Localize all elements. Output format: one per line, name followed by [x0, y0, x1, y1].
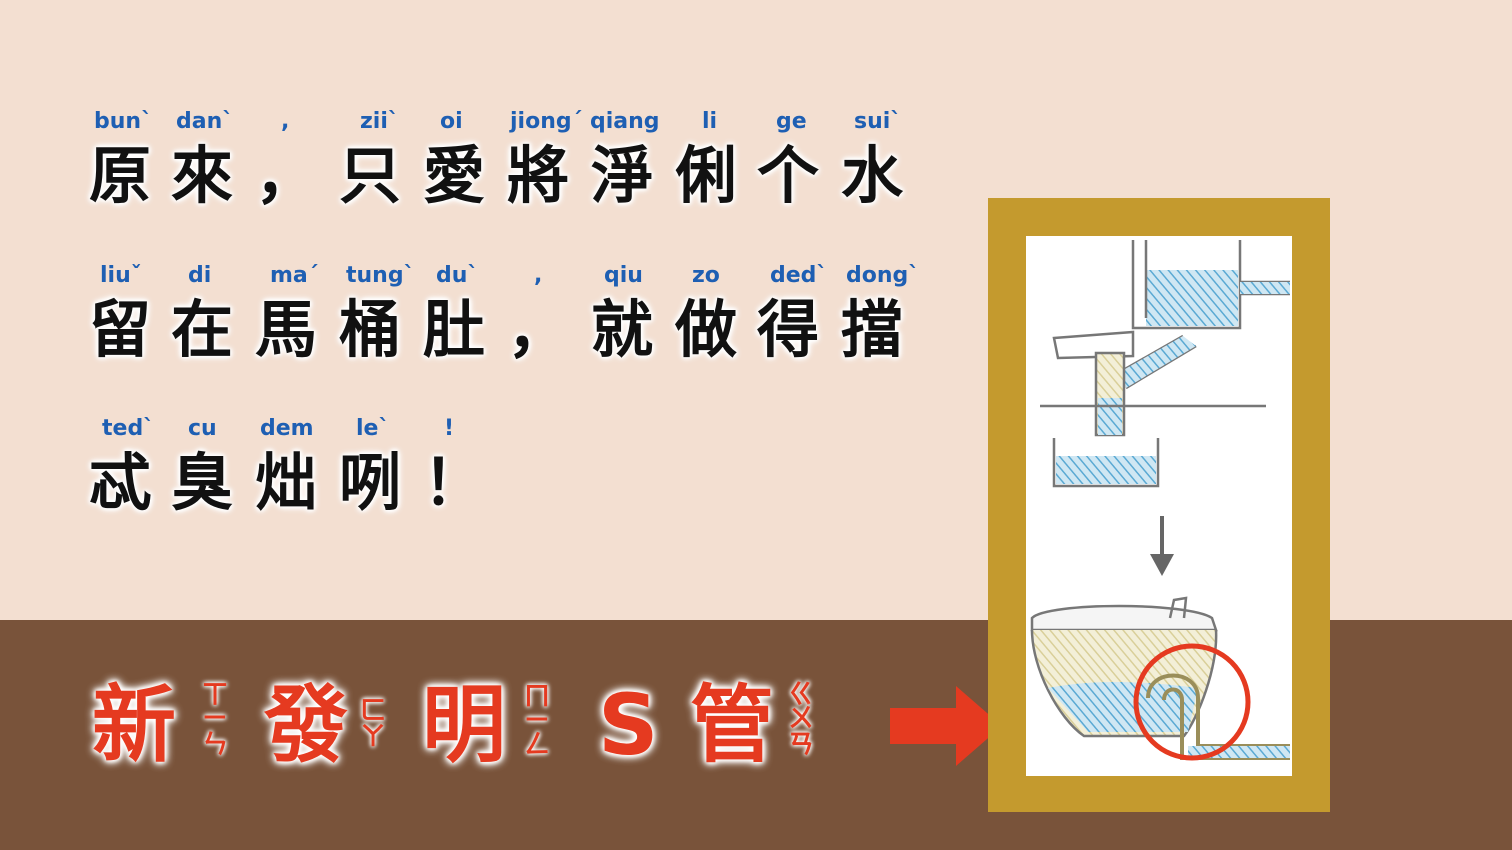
- hanzi-char: 咧: [338, 446, 401, 519]
- pinyin-syllable: li: [702, 109, 718, 134]
- highlight-circle-icon: [1133, 643, 1251, 761]
- bopomofo-xin-3: ㄣ: [201, 730, 228, 760]
- hanzi-char: 得: [756, 293, 819, 366]
- bopomofo-xin-1: ㄒ: [201, 680, 228, 710]
- hanzi-char: ，: [506, 293, 569, 366]
- pinyin-syllable: ,: [281, 109, 290, 134]
- old-toilet-drawing: [1040, 240, 1290, 488]
- pinyin-syllable: tung`: [346, 263, 415, 288]
- down-arrow-icon: [1150, 516, 1174, 576]
- bopomofo-guan-3: ㄢ: [787, 730, 814, 760]
- bopomofo-ming-2: ㄧ: [523, 706, 550, 736]
- pinyin-syllable: ma´: [270, 263, 319, 288]
- pinyin-syllable: ,: [534, 263, 543, 288]
- pinyin-syllable: qiu: [604, 263, 643, 288]
- hanzi-char: 个: [756, 139, 819, 212]
- pinyin-syllable: bun`: [94, 109, 153, 134]
- right-arrow-icon: [890, 686, 1002, 766]
- hanzi-char: 淨: [590, 139, 653, 212]
- pinyin-row-2: liuˇ di ma´ tung` du` , qiu zo ded` dong…: [84, 262, 984, 290]
- pinyin-row-3: ted` cu dem le` !: [84, 415, 984, 443]
- hanzi-char: 忒: [88, 446, 151, 519]
- bopomofo-guan-2: ㄨ: [787, 704, 814, 734]
- hanzi-char: 就: [590, 293, 653, 366]
- hanzi-char: ，: [254, 139, 317, 212]
- pinyin-syllable: jiong´: [510, 109, 583, 134]
- bopomofo-fa-1: ㄈ: [359, 696, 386, 726]
- bopomofo-fa-2: ㄚ: [359, 722, 386, 752]
- s-trap-toilet-drawing: [1030, 596, 1290, 760]
- hanzi-row-1: 原 來 ， 只 愛 將 淨 俐 个 水: [84, 136, 984, 216]
- hanzi-char: 只: [338, 139, 401, 212]
- pinyin-syllable: oi: [440, 109, 463, 134]
- hanzi-char: 將: [506, 139, 569, 212]
- pinyin-syllable: di: [188, 263, 212, 288]
- title-new-invention: 新 ㄒ ㄧ ㄣ 發 ㄈ ㄚ 明 ㄇ ㄧ ㄥ S 管 ㄍ ㄨ ㄢ: [92, 660, 872, 790]
- pinyin-syllable: liuˇ: [100, 263, 142, 288]
- hanzi-char: 炪: [254, 446, 317, 519]
- hanzi-char: ！: [422, 446, 485, 519]
- illustration-board: [988, 198, 1330, 812]
- title-char: 管: [690, 676, 775, 774]
- hanzi-char: 留: [88, 293, 151, 366]
- pinyin-syllable: qiang: [590, 109, 660, 134]
- title-char: S: [598, 676, 659, 774]
- hanzi-row-2: 留 在 馬 桶 肚 ， 就 做 得 擋: [84, 290, 984, 370]
- bopomofo-ming-1: ㄇ: [523, 682, 550, 712]
- hanzi-char: 肚: [422, 293, 485, 366]
- hanzi-char: 擋: [840, 293, 903, 366]
- pinyin-syllable: cu: [188, 416, 217, 441]
- hanzi-char: 馬: [254, 293, 317, 366]
- hanzi-char: 愛: [422, 139, 485, 212]
- pinyin-syllable: dem: [260, 416, 314, 441]
- pinyin-syllable: dong`: [846, 263, 920, 288]
- bopomofo-ming-3: ㄥ: [523, 730, 550, 760]
- bopomofo-guan-1: ㄍ: [787, 680, 814, 710]
- title-char: 明: [422, 676, 507, 774]
- hanzi-char: 俐: [674, 139, 737, 212]
- pinyin-syllable: zo: [692, 263, 720, 288]
- pinyin-syllable: dan`: [176, 109, 234, 134]
- bopomofo-xin-2: ㄧ: [201, 704, 228, 734]
- title-char: 發: [264, 676, 349, 774]
- hanzi-char: 桶: [338, 293, 401, 366]
- title-char: 新: [92, 676, 177, 774]
- pinyin-syllable: ge: [776, 109, 807, 134]
- hanzi-char: 做: [674, 293, 737, 366]
- pinyin-syllable: du`: [436, 263, 479, 288]
- hanzi-char: 來: [170, 139, 233, 212]
- pinyin-syllable: ded`: [770, 263, 828, 288]
- hanzi-row-3: 忒 臭 炪 咧 ！: [84, 443, 984, 523]
- pinyin-syllable: ted`: [102, 416, 155, 441]
- pinyin-syllable: !: [444, 416, 455, 441]
- hanzi-char: 臭: [170, 446, 233, 519]
- pinyin-syllable: sui`: [854, 109, 902, 134]
- pinyin-syllable: le`: [356, 416, 390, 441]
- hanzi-char: 在: [170, 293, 233, 366]
- hanzi-char: 原: [88, 139, 151, 212]
- pinyin-syllable: zii`: [360, 109, 399, 134]
- hanzi-char: 水: [840, 139, 903, 212]
- pinyin-row-1: bun` dan` , zii` oi jiong´ qiang li ge s…: [84, 108, 984, 136]
